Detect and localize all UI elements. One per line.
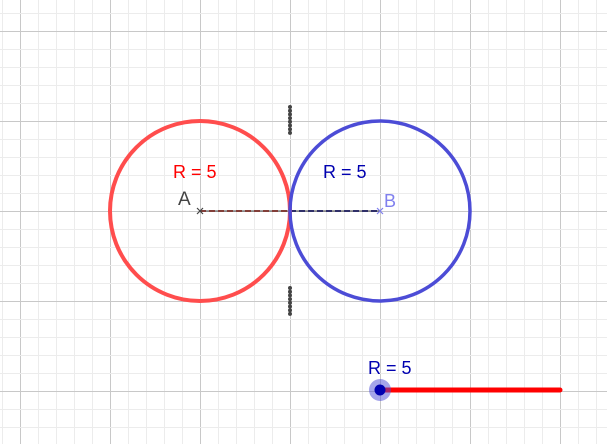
trace-dot [288, 112, 292, 117]
slider-r[interactable]: R = 5 [368, 358, 563, 401]
point-b-marker [376, 207, 384, 215]
circle-b-radius-label: R = 5 [323, 162, 367, 182]
point-a-marker [196, 207, 204, 215]
trace-dot [288, 289, 292, 294]
slider-label: R = 5 [368, 358, 412, 378]
point-b[interactable]: B [376, 191, 396, 215]
trace-dot [288, 286, 292, 290]
slider-knob[interactable] [374, 384, 386, 396]
trace-dot [288, 308, 292, 313]
trace-dot [288, 304, 292, 309]
trace-dot [288, 127, 292, 132]
trace-dot [288, 116, 292, 121]
point-a-label: A [178, 189, 191, 210]
point-b-label: B [384, 191, 396, 211]
trace-dot [288, 300, 292, 305]
circle-a-radius-label: R = 5 [173, 162, 217, 182]
trace-dot [288, 108, 292, 113]
trace-dot [288, 105, 292, 109]
intersection-trace-dots [288, 105, 292, 316]
point-a[interactable]: A [178, 189, 204, 215]
trace-dot [288, 311, 292, 316]
trace-dot [288, 119, 292, 124]
trace-dot [288, 123, 292, 128]
trace-dot [288, 293, 292, 298]
circle-b[interactable] [288, 119, 472, 303]
trace-dot [288, 297, 292, 302]
trace-dot [288, 130, 292, 135]
